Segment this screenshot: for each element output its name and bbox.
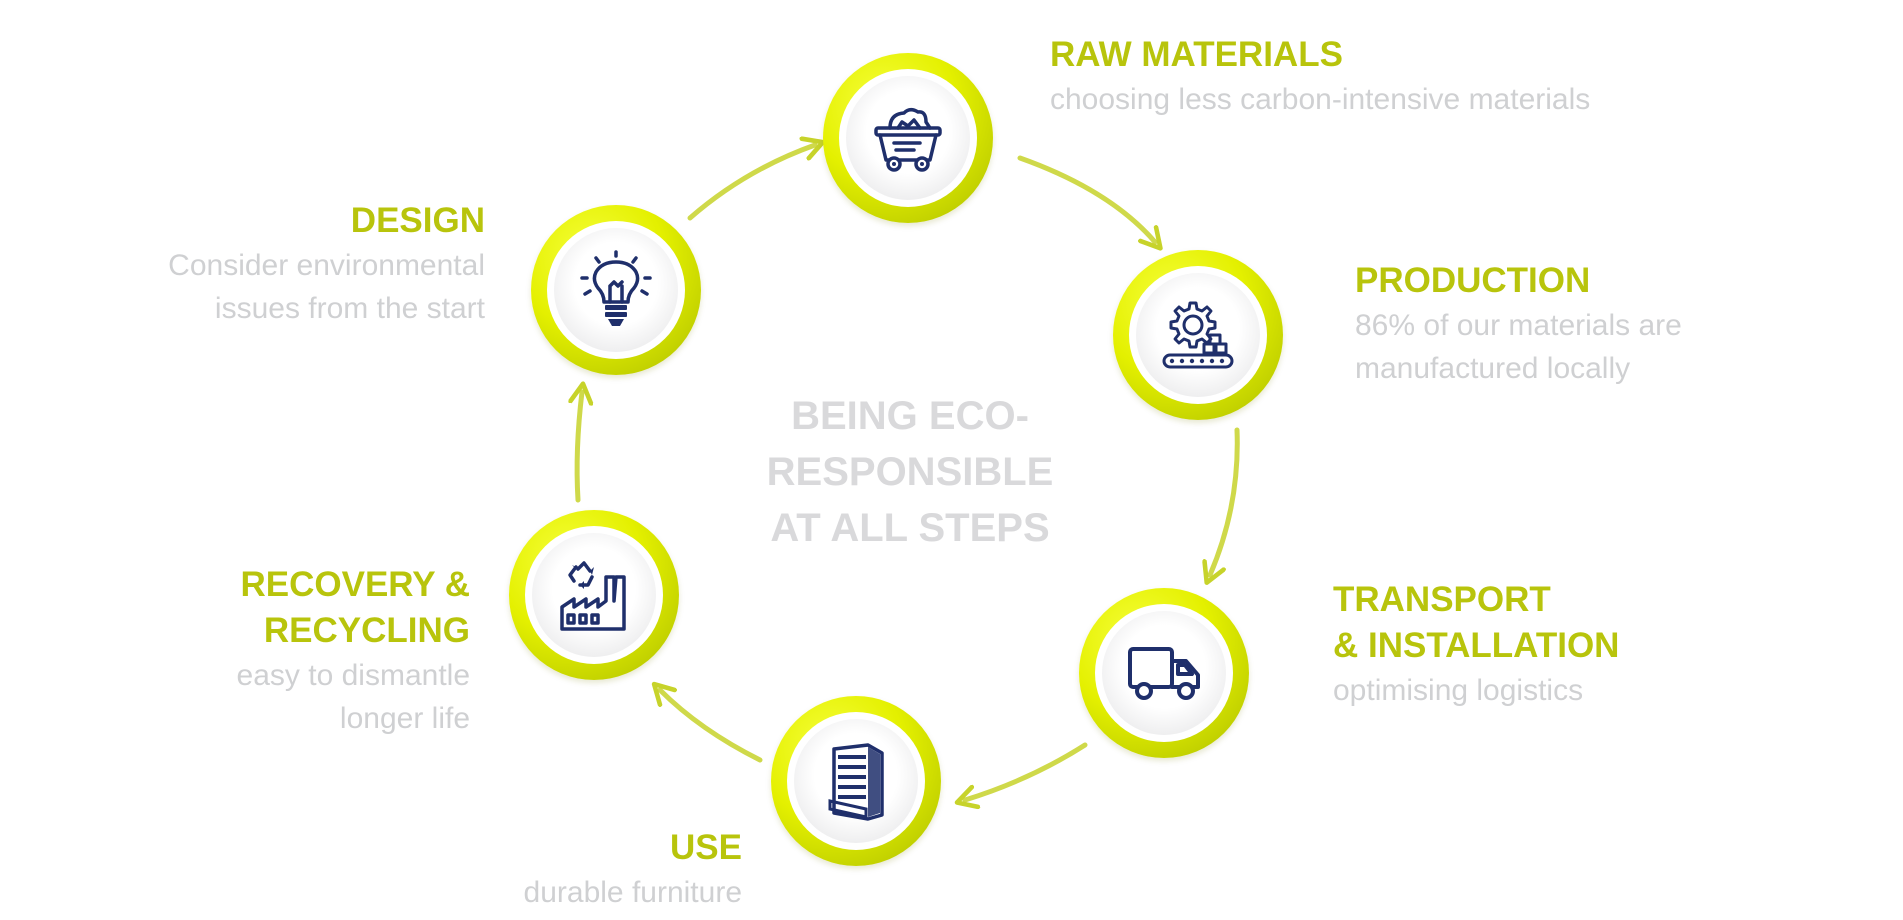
transport-desc: optimising logistics bbox=[1333, 674, 1584, 707]
arrow-use-to-recovery bbox=[660, 690, 763, 763]
arrow-raw-to-production bbox=[1017, 155, 1155, 242]
mine-cart-icon bbox=[874, 108, 942, 172]
center-caption-line3: AT ALL STEPS bbox=[770, 506, 1050, 550]
arrow-recovery-to-design bbox=[577, 392, 582, 503]
design-desc-line2: issues from the start bbox=[214, 292, 485, 325]
step-recovery-circle bbox=[509, 510, 679, 680]
center-caption-line1: BEING ECO- bbox=[791, 394, 1029, 438]
recovery-desc-line1: easy to dismantle bbox=[236, 659, 470, 692]
step-recovery-label: RECOVERY & RECYCLING easy to dismantle l… bbox=[120, 562, 470, 740]
step-transport-circle bbox=[1079, 588, 1249, 758]
step-design-circle bbox=[531, 205, 701, 375]
recovery-desc-line2: longer life bbox=[339, 702, 470, 735]
step-transport-label: TRANSPORT & INSTALLATION optimising logi… bbox=[1333, 577, 1619, 712]
step-design-label: DESIGN Consider environmental issues fro… bbox=[60, 198, 485, 330]
shelving-furniture-icon bbox=[828, 743, 884, 821]
arrow-design-to-raw bbox=[687, 145, 815, 221]
step-production-label: PRODUCTION 86% of our materials are manu… bbox=[1355, 258, 1682, 390]
design-title: DESIGN bbox=[350, 201, 485, 240]
design-desc-line1: Consider environmental bbox=[168, 249, 485, 282]
use-desc: durable furniture bbox=[523, 876, 742, 909]
step-raw-materials-label: RAW MATERIALS choosing less carbon-inten… bbox=[1050, 32, 1590, 121]
transport-title-line1: TRANSPORT bbox=[1333, 580, 1551, 619]
step-use-circle bbox=[771, 696, 941, 866]
production-desc-line1: 86% of our materials are bbox=[1355, 309, 1682, 342]
gear-conveyor-icon bbox=[1162, 301, 1234, 369]
step-production-circle bbox=[1113, 250, 1283, 420]
transport-title-line2: & INSTALLATION bbox=[1333, 626, 1620, 665]
production-title: PRODUCTION bbox=[1355, 261, 1591, 300]
step-use-label: USE durable furniture bbox=[400, 825, 742, 914]
recovery-title-line1: RECOVERY & bbox=[240, 565, 471, 604]
arrow-transport-to-use bbox=[965, 742, 1088, 800]
raw-materials-desc: choosing less carbon-intensive materials bbox=[1050, 83, 1591, 116]
center-caption: BEING ECO- RESPONSIBLE AT ALL STEPS bbox=[710, 388, 1110, 556]
step-raw-materials-circle bbox=[823, 53, 993, 223]
raw-materials-title: RAW MATERIALS bbox=[1050, 35, 1343, 74]
recycling-factory-icon bbox=[560, 561, 626, 631]
delivery-truck-icon bbox=[1128, 647, 1200, 700]
use-title: USE bbox=[670, 828, 742, 867]
production-desc-line2: manufactured locally bbox=[1355, 352, 1631, 385]
center-caption-line2: RESPONSIBLE bbox=[766, 450, 1054, 494]
recovery-title-line2: RECYCLING bbox=[263, 611, 470, 650]
arrow-production-to-transport bbox=[1210, 427, 1240, 575]
lightbulb-icon bbox=[580, 250, 652, 326]
